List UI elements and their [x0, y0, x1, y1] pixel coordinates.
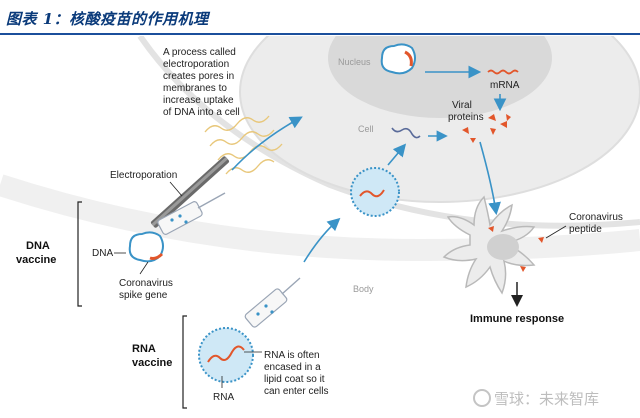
- lipid-vesicle-icon: [350, 167, 400, 217]
- rna-note-line-2: encased in a: [264, 362, 321, 373]
- electroporation-device-icon: [150, 156, 230, 228]
- watermark-text: 雪球：未来智库: [494, 390, 599, 408]
- rna-vaccine-label-2: vaccine: [132, 357, 172, 369]
- rna-note-line-4: can enter cells: [264, 386, 328, 397]
- viral-proteins-label-1: Viral: [452, 100, 472, 111]
- spike-gene-leader-line: [139, 261, 149, 275]
- electroporation-note-line-5: increase uptake: [163, 95, 234, 106]
- electroporation-leader-line: [169, 181, 183, 197]
- electroporation-to-cell-arrow: [231, 116, 303, 171]
- nucleus-plasmid-icon: [380, 43, 416, 75]
- rna-vaccine-bracket: [182, 315, 187, 409]
- dna-plasmid-icon: [128, 231, 164, 263]
- dna-vaccine-label-2: vaccine: [16, 254, 56, 266]
- electroporation-note-line-2: electroporation: [163, 59, 229, 70]
- peptide-leader-line: [545, 225, 567, 239]
- watermark: 雪球：未来智库: [473, 389, 599, 408]
- coronavirus-peptide-label-1: Coronavirus: [569, 212, 623, 223]
- electroporation-note-line-1: A process called: [163, 47, 236, 58]
- rna-to-vesicle-arrow: [303, 217, 341, 263]
- electroporation-note-line-4: membranes to: [163, 83, 227, 94]
- spike-gene-label-2: spike gene: [119, 290, 168, 301]
- dna-syringe-icon: [157, 192, 226, 235]
- electroporation-note-line-6: of DNA into a cell: [163, 107, 240, 118]
- rna-note-line-1: RNA is often: [264, 350, 320, 361]
- dna-vaccine-bracket: [77, 201, 82, 307]
- rna-note-line-3: lipid coat so it: [264, 374, 325, 385]
- rna-vaccine-label-1: RNA: [132, 343, 156, 355]
- rna-label: RNA: [213, 392, 234, 403]
- dna-vaccine-label-1: DNA: [26, 240, 50, 252]
- spike-gene-label-1: Coronavirus: [119, 278, 173, 289]
- rna-lipid-particle-icon: [198, 327, 254, 383]
- dna-label: DNA: [92, 248, 113, 259]
- body-region: [0, 36, 640, 418]
- title-divider: [0, 33, 640, 35]
- rna-syringe-icon: [244, 277, 301, 328]
- coronavirus-peptide-label-2: peptide: [569, 224, 602, 235]
- to-immune-cell-arrow: [479, 141, 501, 216]
- body-boundary: [137, 36, 640, 229]
- nucleus-label: Nucleus: [338, 57, 371, 67]
- body-label: Body: [353, 284, 374, 294]
- cytoplasm-nucleic-acid: [391, 127, 421, 139]
- body-contour: [0, 174, 640, 262]
- snowball-logo-icon: [473, 389, 491, 407]
- viral-proteins-icon: [462, 114, 511, 143]
- immune-response-label: Immune response: [470, 313, 564, 325]
- electroporation-note-line-3: creates pores in: [163, 71, 234, 82]
- figure-title: 图表 1：核酸疫苗的作用机理: [6, 10, 209, 28]
- vesicle-to-cell-arrow: [387, 143, 407, 166]
- immune-cell-icon: [442, 195, 544, 295]
- mrna-strand: [487, 69, 519, 75]
- mrna-label: mRNA: [490, 80, 520, 91]
- viral-proteins-label-2: proteins: [448, 112, 484, 123]
- cell-label: Cell: [358, 124, 374, 134]
- electroporation-label: Electroporation: [110, 170, 177, 181]
